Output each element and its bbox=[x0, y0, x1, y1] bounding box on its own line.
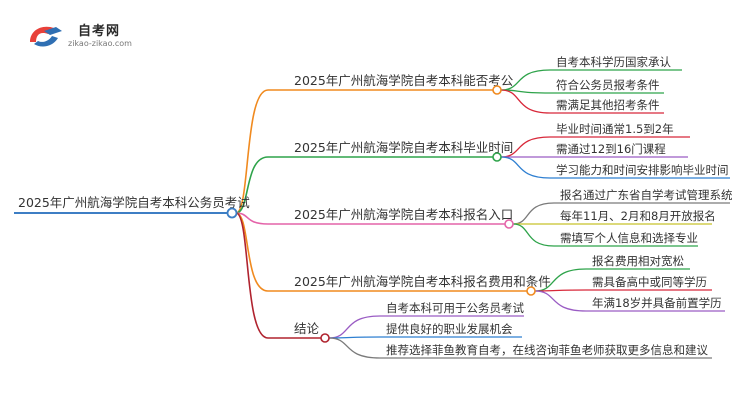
mind-map-nodes: 2025年广州航海学院自考本科公务员考试2025年广州航海学院自考本科能否考公自… bbox=[18, 55, 733, 357]
leaf-label-1-1: 需通过12到16门课程 bbox=[556, 142, 666, 156]
leaf-label-3-2: 年满18岁并具备前置学历 bbox=[592, 296, 722, 310]
branch-label-4: 结论 bbox=[294, 321, 320, 336]
branch-node-dot-2 bbox=[504, 219, 514, 229]
edge-root-to-branch-2 bbox=[235, 212, 269, 225]
branch-label-2: 2025年广州航海学院自考本科报名入口 bbox=[294, 207, 513, 222]
leaf-label-0-2: 需满足其他招考条件 bbox=[556, 98, 660, 112]
mind-map-edges bbox=[14, 69, 730, 359]
branch-node-dot-3 bbox=[526, 286, 536, 296]
branch-node-dot-4 bbox=[320, 333, 330, 343]
brand-name: 自考网 bbox=[78, 24, 121, 39]
edge-root-to-branch-0 bbox=[235, 89, 269, 214]
branch-label-0: 2025年广州航海学院自考本科能否考公 bbox=[294, 73, 514, 88]
branch-label-1: 2025年广州航海学院自考本科毕业时间 bbox=[294, 140, 513, 155]
edge-branch-3-to-leaf-2 bbox=[534, 290, 587, 312]
leaf-label-4-1: 提供良好的职业发展机会 bbox=[386, 322, 513, 336]
leaf-label-2-0: 报名通过广东省自学考试管理系统 bbox=[560, 188, 733, 202]
leaf-label-3-1: 需具备高中或同等学历 bbox=[592, 275, 707, 289]
edge-branch-1-to-leaf-2 bbox=[500, 156, 551, 179]
edge-branch-2-to-leaf-2 bbox=[512, 223, 555, 247]
leaf-label-2-2: 需填写个人信息和选择专业 bbox=[560, 231, 698, 245]
leaf-label-2-1: 每年11月、2月和8月开放报名 bbox=[560, 209, 716, 223]
edge-root-to-branch-1 bbox=[235, 156, 269, 214]
root-node-dot bbox=[226, 207, 238, 219]
edge-branch-0-to-leaf-0 bbox=[500, 69, 551, 91]
brand-logo: 自考网 zikao-zikao.com bbox=[26, 20, 156, 52]
edge-root-to-branch-3 bbox=[235, 212, 269, 292]
edge-branch-0-to-leaf-2 bbox=[500, 89, 551, 114]
leaf-label-4-2: 推荐选择菲鱼教育自考，在线咨询菲鱼老师获取更多信息和建议 bbox=[386, 343, 708, 357]
brand-url: zikao-zikao.com bbox=[68, 39, 132, 48]
leaf-label-1-2: 学习能力和时间安排影响毕业时间 bbox=[556, 163, 729, 177]
leaf-label-1-0: 毕业时间通常1.5到2年 bbox=[556, 122, 674, 136]
edge-root-to-branch-4 bbox=[235, 212, 269, 339]
graduation-cap-icon bbox=[30, 26, 62, 47]
branch-node-dot-0 bbox=[492, 85, 502, 95]
edge-branch-2-to-leaf-0 bbox=[512, 202, 555, 225]
leaf-label-4-0: 自考本科可用于公务员考试 bbox=[386, 301, 524, 315]
root-node-label: 2025年广州航海学院自考本科公务员考试 bbox=[18, 195, 250, 210]
leaf-label-3-0: 报名费用相对宽松 bbox=[592, 254, 684, 268]
edge-branch-4-to-leaf-0 bbox=[328, 315, 381, 339]
leaf-label-0-0: 自考本科学历国家承认 bbox=[556, 55, 671, 69]
leaf-label-0-1: 符合公务员报考条件 bbox=[556, 78, 660, 92]
branch-node-dot-1 bbox=[492, 152, 502, 162]
edge-branch-4-to-leaf-2 bbox=[328, 337, 381, 359]
branch-label-3: 2025年广州航海学院自考本科报名费用和条件 bbox=[294, 274, 551, 289]
